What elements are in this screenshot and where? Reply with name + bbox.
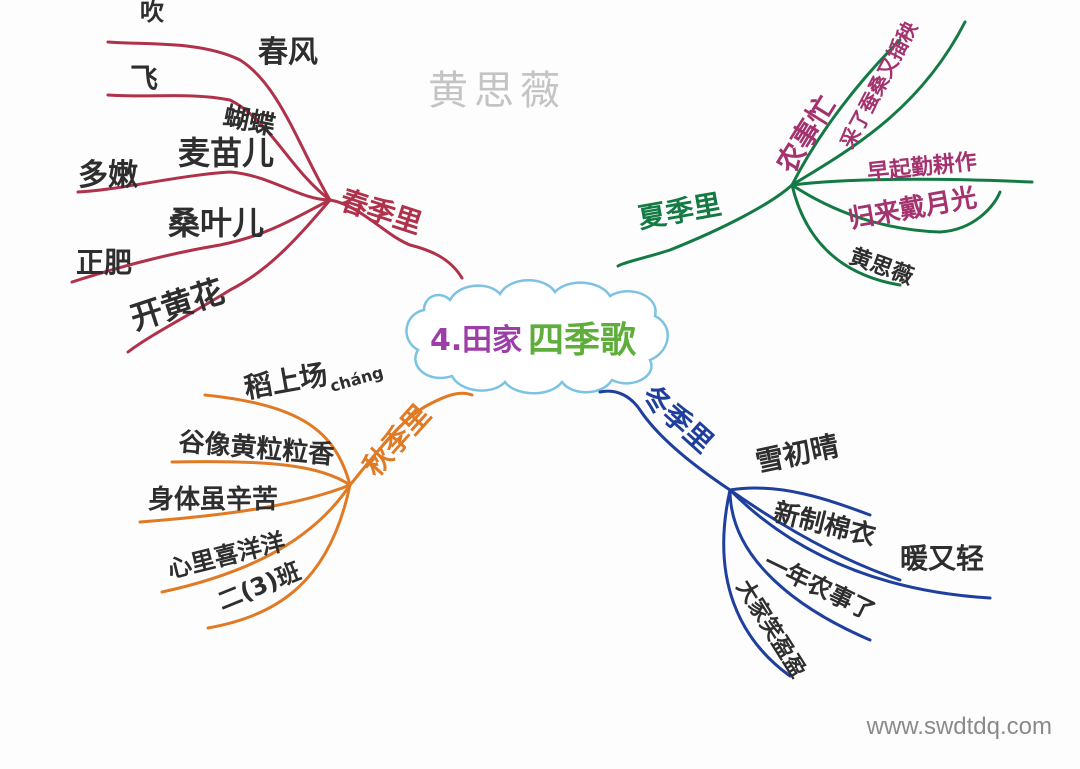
autumn-line-4 — [160, 483, 352, 594]
spring-branch — [70, 40, 464, 354]
summer-line-1 — [790, 38, 902, 187]
winter-leaf-3: 暖又轻 — [900, 542, 984, 575]
spring-leaf-3: 麦苗儿 — [178, 134, 274, 172]
center-title-b: 四季歌 — [528, 320, 637, 361]
autumn-line-5 — [206, 483, 352, 630]
spring-line-3 — [76, 170, 332, 202]
center-node: 4. 田家 四季歌 — [405, 279, 669, 395]
winter-line-4 — [728, 488, 872, 642]
winter-main-line — [598, 389, 732, 492]
spring-line-5 — [126, 198, 332, 354]
spring-line-4 — [70, 198, 332, 284]
autumn-line-1 — [203, 393, 352, 487]
summer-leaf-1: 农事忙 — [769, 90, 842, 180]
summer-main-line — [616, 183, 794, 268]
autumn-line-3 — [138, 483, 352, 524]
spring-label: 春季里 — [336, 183, 426, 240]
spring-tail-4: 正肥 — [76, 246, 132, 279]
spring-leaf-1: 春风 — [258, 35, 318, 70]
winter-leaf-2: 新制棉衣 — [770, 497, 878, 552]
spring-tail-3: 多嫩 — [78, 158, 138, 193]
summer-line-2 — [790, 20, 967, 187]
autumn-branch — [138, 391, 474, 630]
summer-label: 夏季里 — [635, 188, 723, 235]
autumn-leaf-3: 身体虽辛苦 — [148, 484, 278, 515]
winter-line-2 — [728, 488, 902, 582]
summer-line-5 — [790, 183, 902, 287]
spring-leaf-4: 桑叶儿 — [168, 204, 264, 242]
autumn-line-2 — [170, 460, 352, 487]
autumn-leaf-1: 稻上场 — [241, 358, 329, 405]
summer-leaf-2: 采了蚕桑又插秧 — [835, 17, 922, 153]
spring-line-1 — [106, 40, 332, 202]
center-cloud — [405, 279, 669, 395]
spring-tail-2: 飞 — [130, 62, 158, 95]
winter-line-5 — [722, 488, 792, 678]
spring-main-line — [328, 198, 464, 280]
watermark-text: www.swdtdq.com — [866, 713, 1052, 740]
center-title-a: 田家 — [462, 323, 522, 358]
summer-leaf-5: 黄思薇 — [846, 244, 917, 290]
autumn-label: 秋季里 — [357, 398, 438, 483]
spring-tail-1: 吹 — [140, 0, 164, 26]
summer-line-3 — [790, 177, 1034, 187]
center-number: 4. — [430, 323, 462, 358]
winter-line-3 — [728, 488, 992, 600]
summer-line-4 — [790, 183, 1002, 234]
autumn-main-line — [348, 391, 474, 487]
summer-branch — [616, 20, 1034, 287]
autumn-pinyin: cháng — [328, 363, 386, 396]
winter-line-1 — [728, 486, 872, 517]
spring-line-2 — [106, 93, 332, 202]
author-name-faint: 黄思薇 — [428, 68, 566, 114]
winter-branch — [598, 389, 992, 678]
winter-leaf-1: 雪初晴 — [753, 429, 842, 479]
spring-leaf-5: 开黄花 — [126, 272, 229, 338]
